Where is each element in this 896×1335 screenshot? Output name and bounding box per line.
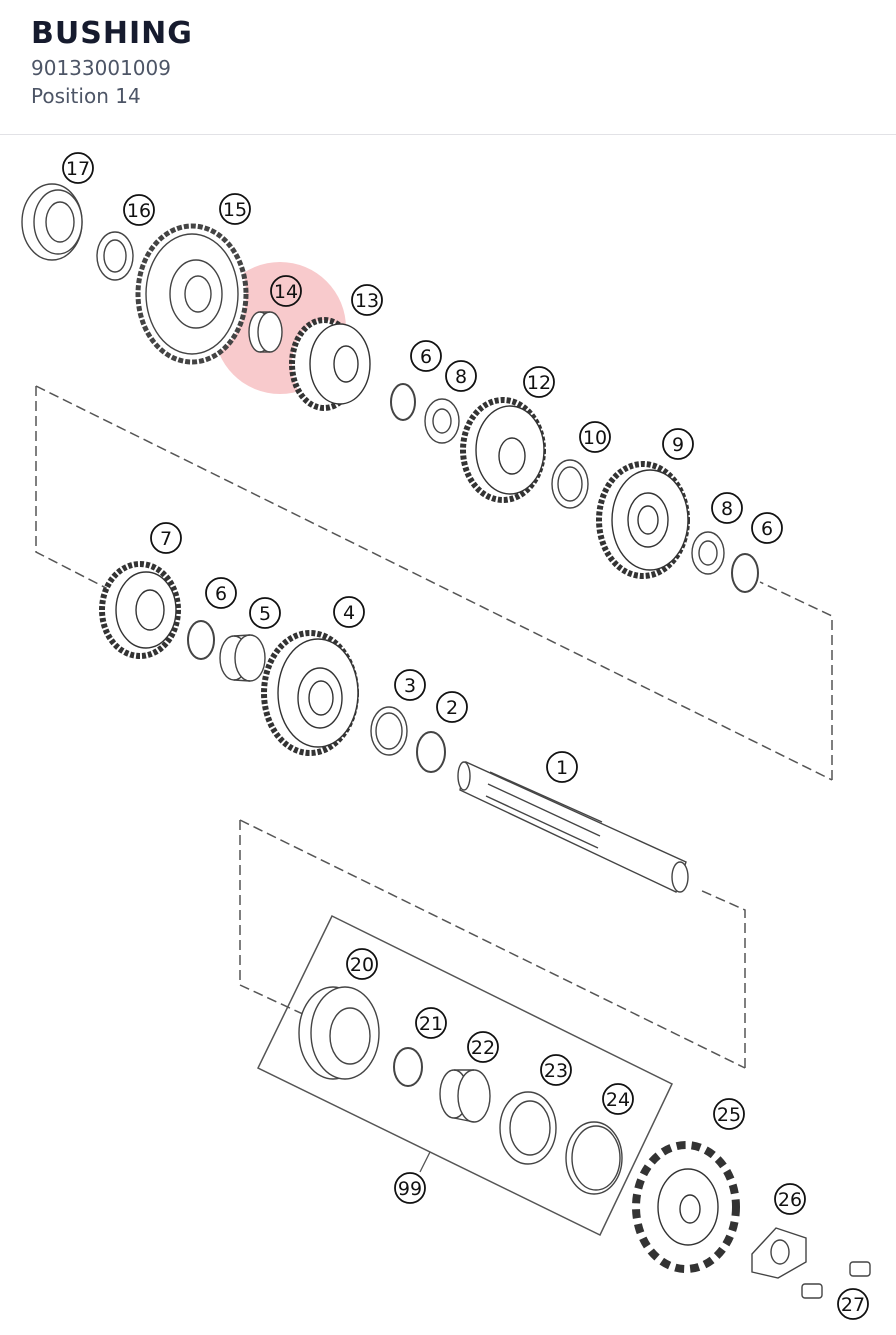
part-9-gear bbox=[596, 461, 690, 579]
callout-7[interactable]: 7 bbox=[150, 522, 182, 554]
part-26-lock-plate bbox=[751, 1227, 807, 1279]
callout-20[interactable]: 20 bbox=[346, 948, 378, 980]
part-14-bushing bbox=[248, 311, 283, 353]
part-23-seal bbox=[499, 1091, 557, 1165]
part-1-shaft bbox=[457, 761, 689, 893]
part-6-circlip-b bbox=[731, 553, 759, 593]
callout-99[interactable]: 99 bbox=[394, 1172, 426, 1204]
svg-text:12: 12 bbox=[527, 372, 551, 394]
part-8-washer-b bbox=[691, 531, 725, 575]
callout-10[interactable]: 10 bbox=[579, 421, 611, 453]
part-13-gear bbox=[289, 317, 371, 411]
callout-5[interactable]: 5 bbox=[249, 597, 281, 629]
callout-6-a[interactable]: 6 bbox=[410, 340, 442, 372]
part-22-bushing bbox=[439, 1069, 491, 1123]
callout-17[interactable]: 17 bbox=[62, 152, 94, 184]
svg-text:8: 8 bbox=[721, 498, 733, 520]
svg-text:21: 21 bbox=[419, 1013, 443, 1035]
callout-14[interactable]: 14 bbox=[270, 275, 302, 307]
callout-27[interactable]: 27 bbox=[837, 1288, 869, 1320]
svg-text:15: 15 bbox=[223, 199, 247, 221]
part-24-ring bbox=[565, 1121, 623, 1195]
part-20-bearing bbox=[298, 986, 380, 1080]
part-12-gear bbox=[460, 397, 546, 503]
part-title: BUSHING bbox=[31, 16, 193, 51]
svg-text:26: 26 bbox=[778, 1189, 802, 1211]
svg-text:14: 14 bbox=[274, 281, 298, 303]
svg-text:4: 4 bbox=[343, 602, 355, 624]
callout-9[interactable]: 9 bbox=[662, 428, 694, 460]
callout-22[interactable]: 22 bbox=[467, 1031, 499, 1063]
svg-text:16: 16 bbox=[127, 200, 151, 222]
part-6-circlip-a bbox=[390, 383, 416, 421]
part-3-washer bbox=[370, 706, 408, 756]
callout-25[interactable]: 25 bbox=[713, 1098, 745, 1130]
svg-text:8: 8 bbox=[455, 366, 467, 388]
callout-8-b[interactable]: 8 bbox=[711, 492, 743, 524]
callout-12[interactable]: 12 bbox=[523, 366, 555, 398]
svg-text:27: 27 bbox=[841, 1294, 865, 1316]
svg-text:13: 13 bbox=[355, 290, 379, 312]
dashed-assembly-outline-upper bbox=[35, 385, 833, 781]
svg-text:25: 25 bbox=[717, 1104, 741, 1126]
callout-23[interactable]: 23 bbox=[540, 1054, 572, 1086]
svg-text:9: 9 bbox=[672, 434, 684, 456]
callout-16[interactable]: 16 bbox=[123, 194, 155, 226]
svg-text:3: 3 bbox=[404, 675, 416, 697]
callout-6-b[interactable]: 6 bbox=[751, 512, 783, 544]
callout-24[interactable]: 24 bbox=[602, 1083, 634, 1115]
bearing-kit-outline bbox=[256, 914, 673, 1237]
part-7-gear bbox=[99, 561, 181, 659]
svg-text:10: 10 bbox=[583, 427, 607, 449]
callout-15[interactable]: 15 bbox=[219, 193, 251, 225]
svg-text:23: 23 bbox=[544, 1060, 568, 1082]
part-number: 90133001009 bbox=[31, 56, 171, 80]
callout-3[interactable]: 3 bbox=[394, 669, 426, 701]
part-27-bolts bbox=[801, 1261, 871, 1299]
callout-2[interactable]: 2 bbox=[436, 691, 468, 723]
position-label: Position 14 bbox=[31, 84, 141, 108]
svg-text:22: 22 bbox=[471, 1037, 495, 1059]
part-16-washer bbox=[96, 231, 134, 281]
part-15-gear bbox=[135, 223, 249, 365]
part-21-circlip bbox=[393, 1047, 423, 1087]
part-4-gear bbox=[261, 630, 359, 756]
svg-text:6: 6 bbox=[420, 346, 432, 368]
callout-26[interactable]: 26 bbox=[774, 1183, 806, 1215]
svg-text:1: 1 bbox=[556, 757, 568, 779]
svg-text:20: 20 bbox=[350, 954, 374, 976]
svg-text:6: 6 bbox=[215, 583, 227, 605]
callout-6-c[interactable]: 6 bbox=[205, 577, 237, 609]
part-6-circlip-c bbox=[187, 620, 215, 660]
part-5-bushing bbox=[219, 634, 266, 682]
callout-13[interactable]: 13 bbox=[351, 284, 383, 316]
dashed-assembly-outline-lower bbox=[239, 819, 746, 1069]
part-2-circlip bbox=[416, 731, 446, 773]
exploded-parts-diagram: 17 16 15 14 13 6 8 12 10 9 8 6 7 6 5 4 3… bbox=[21, 152, 871, 1320]
svg-text:5: 5 bbox=[259, 603, 271, 625]
svg-text:7: 7 bbox=[160, 528, 172, 550]
callout-21[interactable]: 21 bbox=[415, 1007, 447, 1039]
svg-text:24: 24 bbox=[606, 1089, 630, 1111]
svg-text:17: 17 bbox=[66, 158, 90, 180]
part-25-sprocket bbox=[632, 1141, 740, 1273]
svg-text:2: 2 bbox=[446, 697, 458, 719]
callout-8-a[interactable]: 8 bbox=[445, 360, 477, 392]
part-10-washer bbox=[551, 459, 589, 509]
callout-1[interactable]: 1 bbox=[546, 751, 578, 783]
part-17-bearing bbox=[21, 183, 83, 261]
svg-text:99: 99 bbox=[398, 1178, 422, 1200]
svg-text:6: 6 bbox=[761, 518, 773, 540]
part-header: BUSHING 90133001009 Position 14 bbox=[0, 0, 896, 135]
part-8-washer-a bbox=[424, 398, 460, 444]
callout-4[interactable]: 4 bbox=[333, 596, 365, 628]
callout-labels: 17 16 15 14 13 6 8 12 10 9 8 6 7 6 5 4 3… bbox=[62, 152, 869, 1320]
